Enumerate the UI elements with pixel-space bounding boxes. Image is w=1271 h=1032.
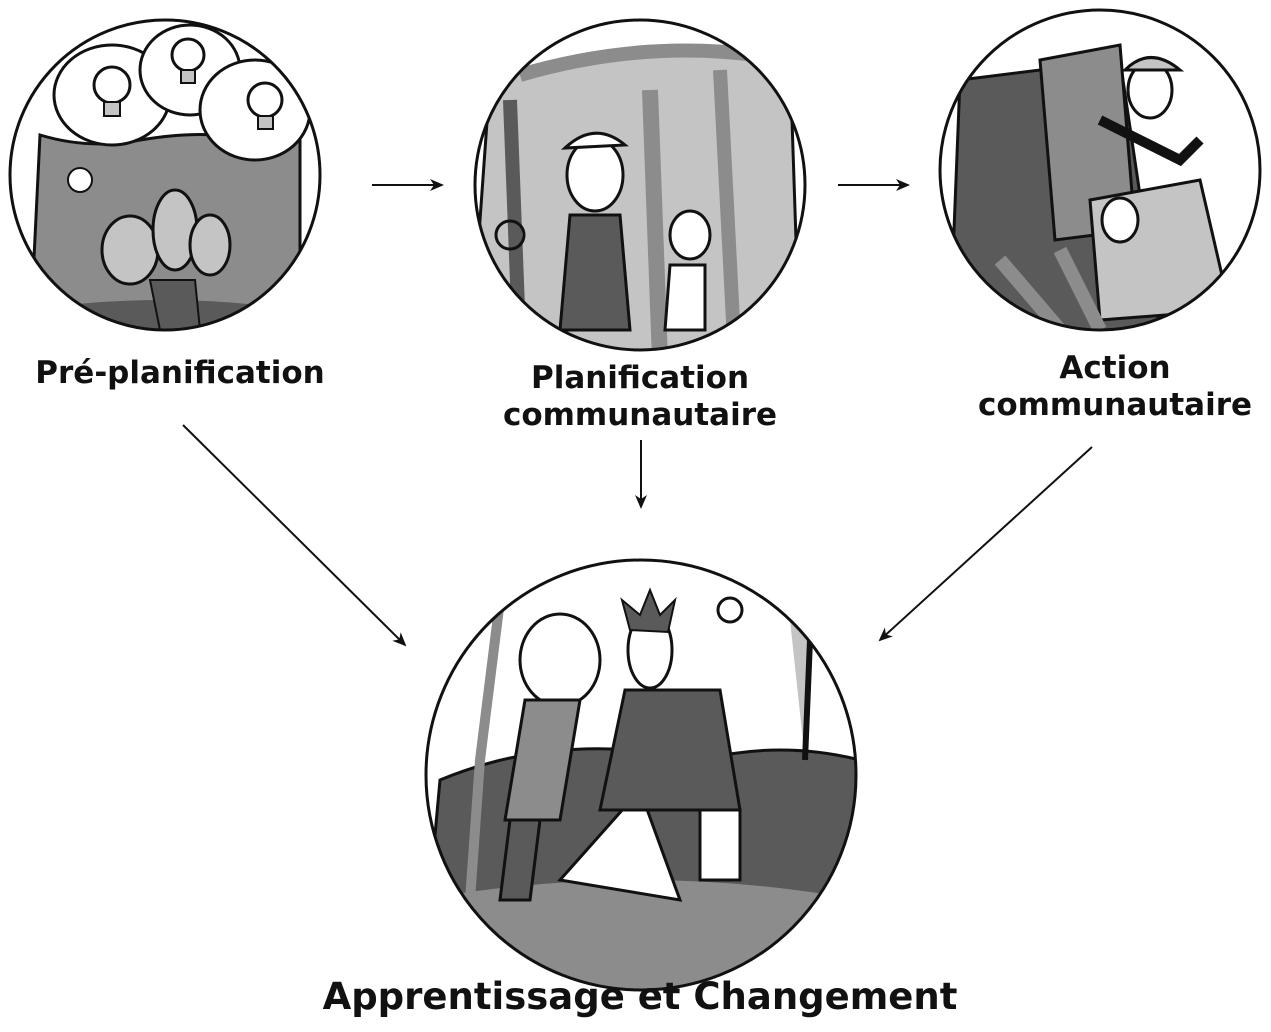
stage-label-learning-change-text: Apprentissage et Changement [322,975,958,1018]
stage-label-pre-planning: Pré-planification [20,355,340,392]
stage-community-planning-illustration [473,18,807,352]
stage-label-community-action: Action communautaire [950,350,1271,424]
stage-label-community-planning: Planification communautaire [470,360,810,434]
stage-community-action-illustration [938,8,1262,332]
stage-label-community-action-line1: Action [1059,350,1171,386]
stage-label-learning-change: Apprentissage et Changement [300,975,980,1019]
arrow-pre-to-learning [182,424,407,647]
stage-pre-planning-illustration [8,18,322,332]
stage-learning-change-illustration [424,558,858,992]
stage-label-community-planning-line1: Planification [530,360,750,396]
stage-label-community-action-line2: communautaire [977,387,1253,424]
stage-label-community-planning-line2: communautaire [502,397,778,434]
arrow-action-to-learning [878,446,1093,642]
stage-label-pre-planning-text: Pré-planification [35,355,325,391]
